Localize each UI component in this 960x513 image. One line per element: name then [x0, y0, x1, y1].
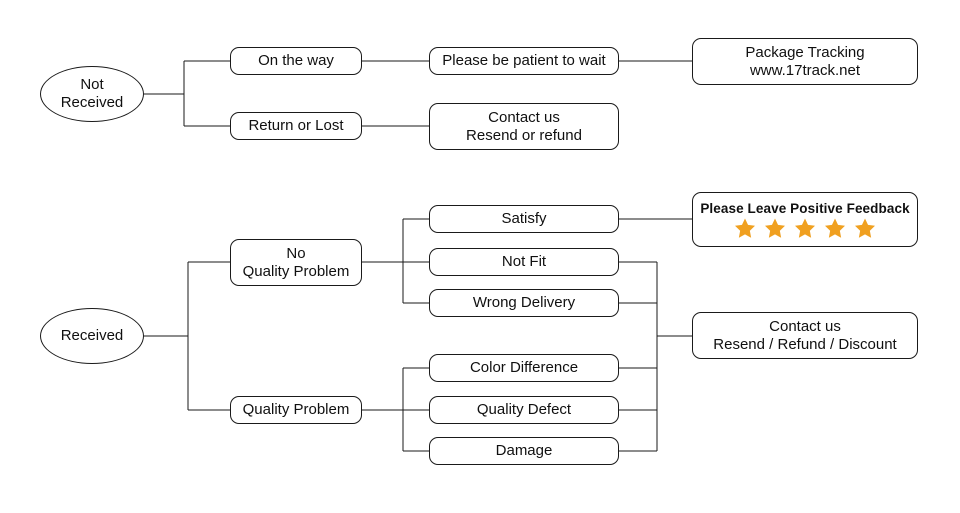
- node-return-or-lost-label: Return or Lost: [248, 117, 344, 135]
- node-no-quality-problem[interactable]: No Quality Problem: [230, 239, 362, 286]
- star-icon[interactable]: [764, 217, 786, 239]
- node-wrong-delivery-label: Wrong Delivery: [472, 294, 576, 312]
- node-package-tracking[interactable]: Package Tracking www.17track.net: [692, 38, 918, 85]
- node-not-received-label-2: Received: [60, 94, 124, 111]
- node-on-the-way-label: On the way: [258, 52, 334, 70]
- star-icon[interactable]: [824, 217, 846, 239]
- node-contact-resend-refund-discount-label-2: Resend / Refund / Discount: [713, 335, 897, 353]
- node-damage[interactable]: Damage: [429, 437, 619, 465]
- node-wrong-delivery[interactable]: Wrong Delivery: [429, 289, 619, 317]
- node-contact-resend-refund-label-1: Contact us: [488, 108, 560, 126]
- node-return-or-lost[interactable]: Return or Lost: [230, 112, 362, 140]
- node-package-tracking-label-2: www.17track.net: [749, 61, 861, 79]
- node-not-fit[interactable]: Not Fit: [429, 248, 619, 276]
- star-icon[interactable]: [854, 217, 876, 239]
- node-quality-defect-label: Quality Defect: [476, 401, 572, 419]
- node-on-the-way[interactable]: On the way: [230, 47, 362, 75]
- node-quality-problem-label: Quality Problem: [242, 401, 350, 419]
- node-contact-resend-refund-discount-label-1: Contact us: [769, 317, 841, 335]
- node-received[interactable]: Received: [40, 308, 144, 364]
- node-not-fit-label: Not Fit: [501, 253, 547, 271]
- node-quality-problem[interactable]: Quality Problem: [230, 396, 362, 424]
- node-please-be-patient-label: Please be patient to wait: [442, 52, 606, 70]
- node-satisfy[interactable]: Satisfy: [429, 205, 619, 233]
- feedback-title: Please Leave Positive Feedback: [700, 200, 910, 216]
- star-icon[interactable]: [734, 217, 756, 239]
- node-please-be-patient[interactable]: Please be patient to wait: [429, 47, 619, 75]
- node-color-difference-label: Color Difference: [469, 359, 579, 377]
- node-contact-resend-refund-label-2: Resend or refund: [466, 126, 582, 144]
- node-not-received[interactable]: Not Received: [40, 66, 144, 122]
- node-quality-defect[interactable]: Quality Defect: [429, 396, 619, 424]
- node-positive-feedback[interactable]: Please Leave Positive Feedback: [692, 192, 918, 247]
- node-contact-resend-refund[interactable]: Contact us Resend or refund: [429, 103, 619, 150]
- node-no-quality-problem-label-1: No: [286, 244, 306, 262]
- node-package-tracking-label-1: Package Tracking: [745, 43, 865, 61]
- node-color-difference[interactable]: Color Difference: [429, 354, 619, 382]
- node-received-label: Received: [60, 327, 124, 345]
- node-damage-label: Damage: [495, 442, 553, 460]
- node-not-received-label-1: Not: [80, 76, 104, 94]
- node-contact-resend-refund-discount[interactable]: Contact us Resend / Refund / Discount: [692, 312, 918, 359]
- node-satisfy-label: Satisfy: [501, 210, 547, 228]
- star-rating[interactable]: [734, 217, 876, 239]
- node-no-quality-problem-label-2: Quality Problem: [242, 262, 350, 280]
- star-icon[interactable]: [794, 217, 816, 239]
